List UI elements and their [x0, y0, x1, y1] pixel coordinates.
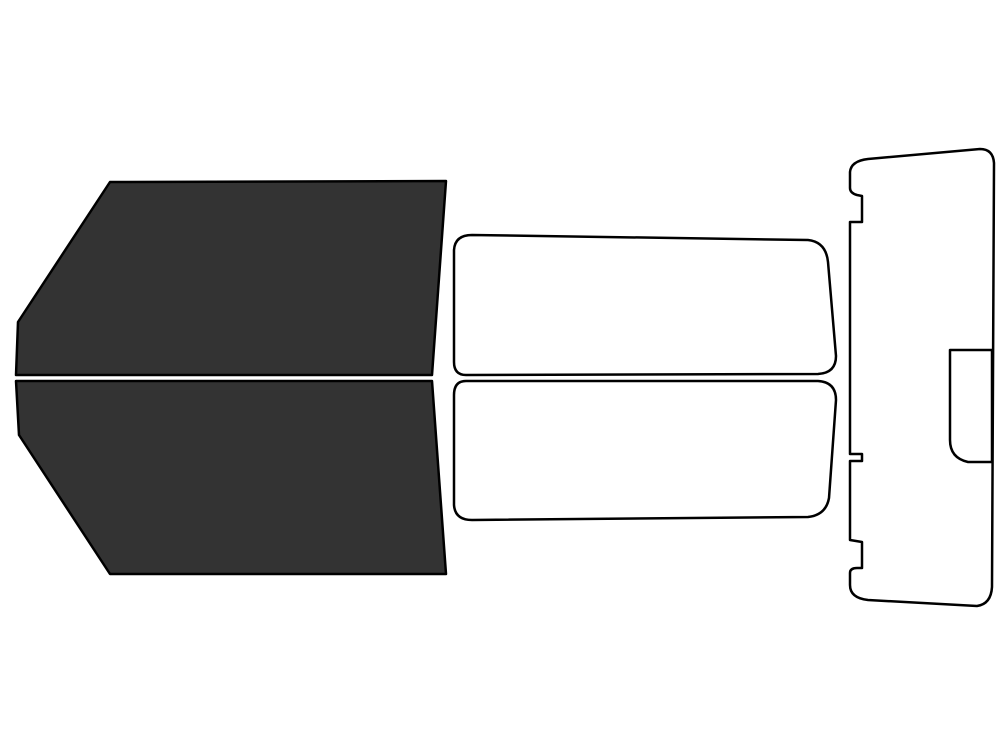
front-door-window-bottom — [14, 379, 448, 576]
front-door-window-top — [14, 179, 448, 377]
rear-windshield — [848, 147, 996, 608]
rear-side-window-top — [452, 233, 838, 377]
rear-side-window-bottom — [452, 379, 838, 522]
